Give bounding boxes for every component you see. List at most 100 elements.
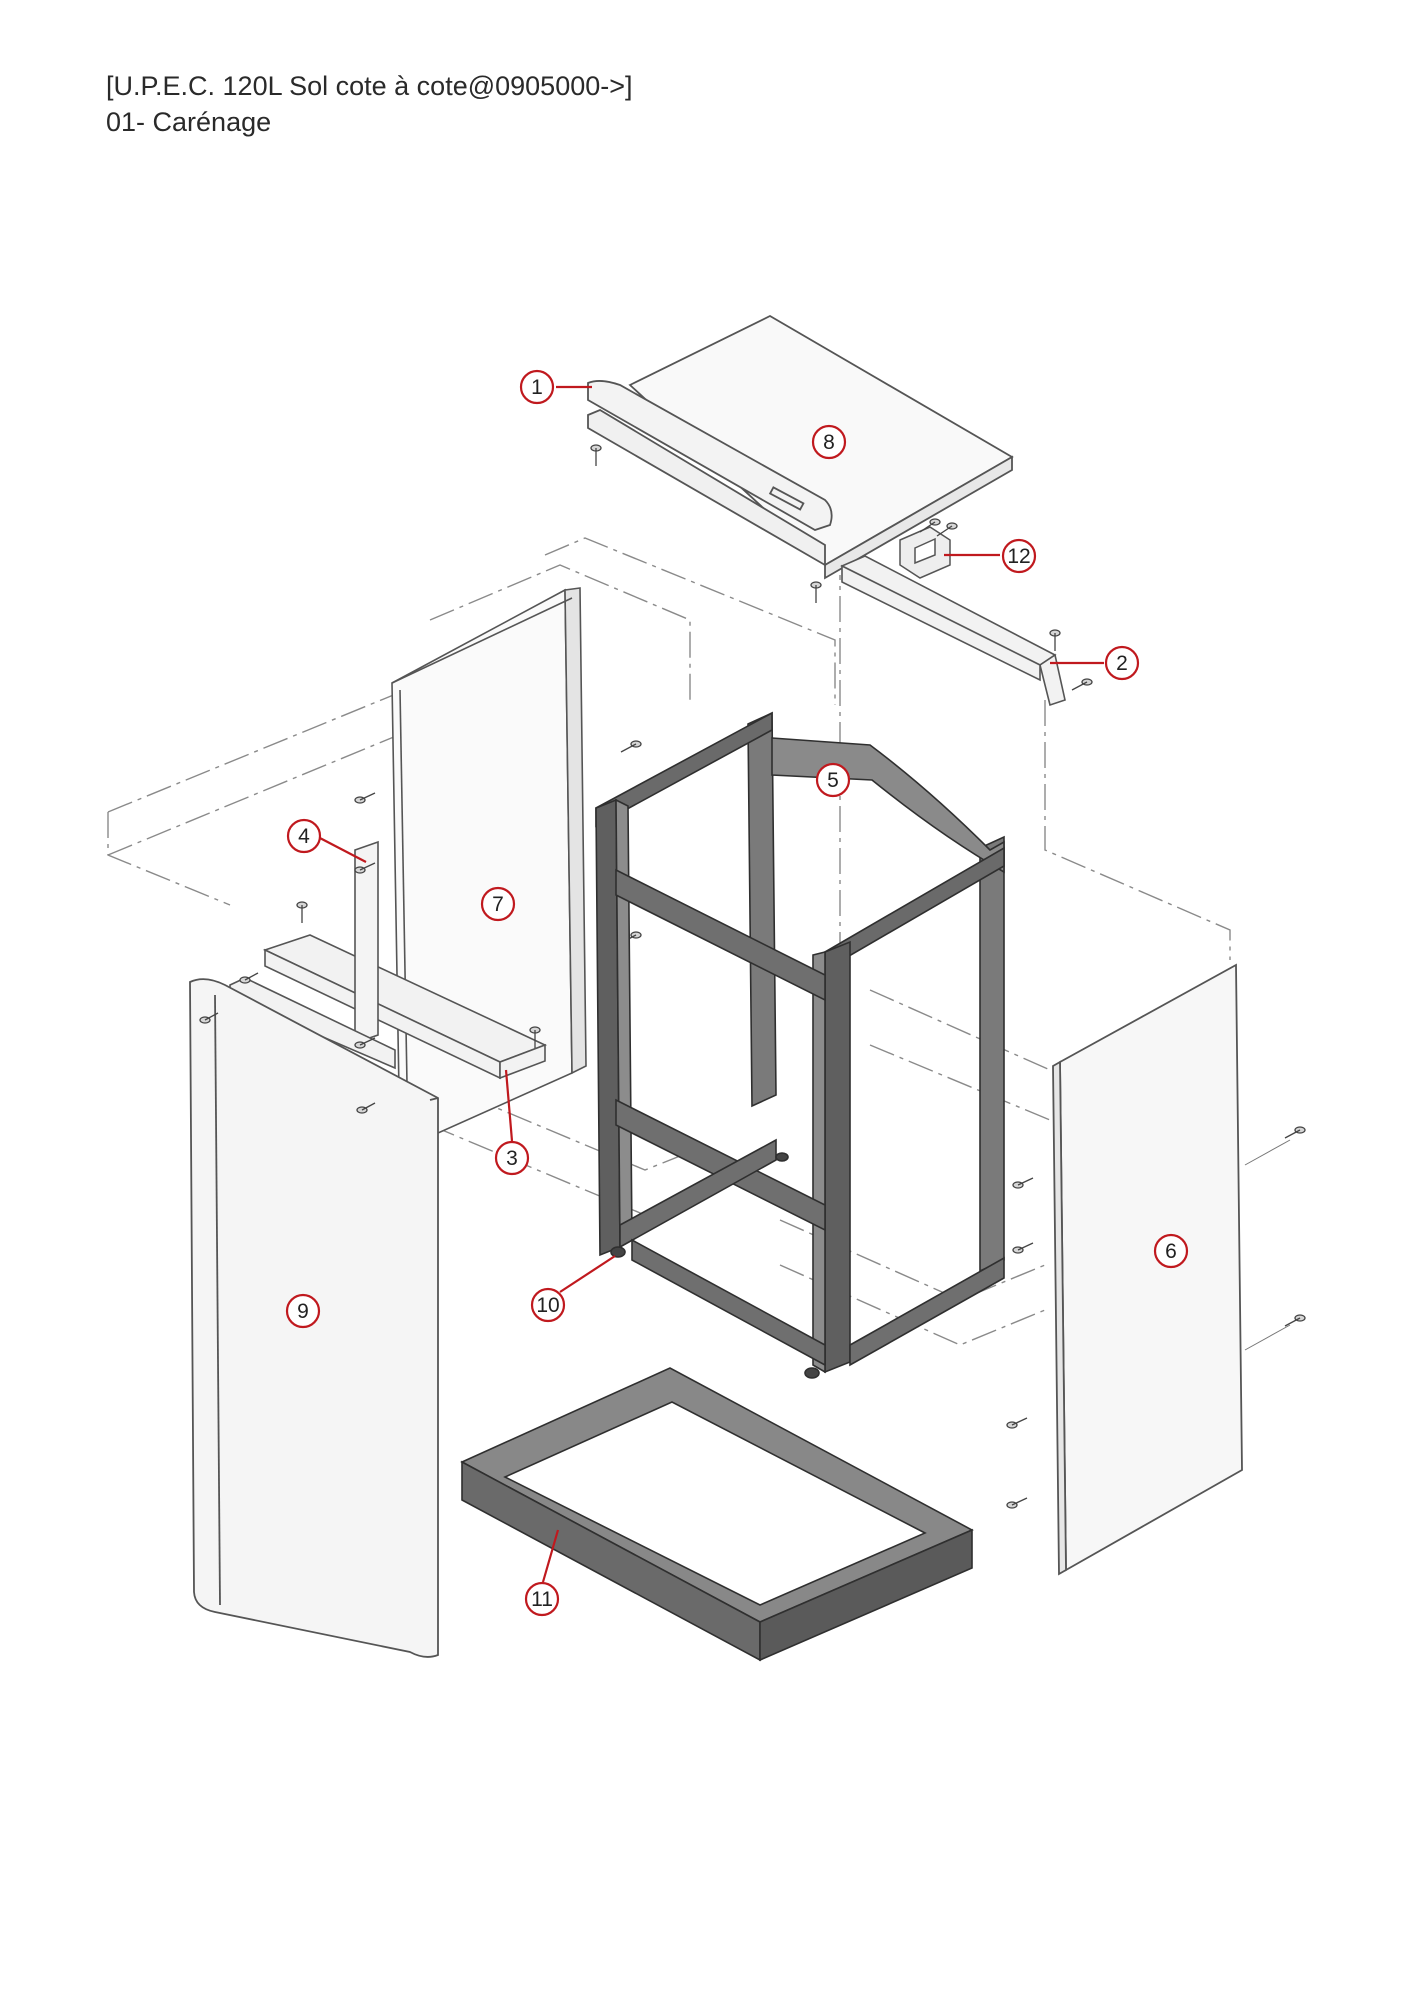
callout-9: 9 (285, 1293, 321, 1329)
front-bracket-flange (499, 1043, 546, 1080)
frame-top-rail-front (824, 846, 1005, 972)
callout-leader-10 (559, 1255, 616, 1293)
frame-post-back-right (979, 835, 1005, 1273)
screw-icon (590, 444, 602, 466)
screw-icon (1012, 1242, 1034, 1254)
main-frame (595, 711, 1005, 1379)
screw-icon (1284, 1126, 1306, 1139)
callout-circle (524, 1581, 560, 1617)
base-frame-opening (503, 1401, 927, 1606)
phantom-line-top-front (429, 564, 691, 700)
rear-bracket (840, 555, 1066, 707)
screw-icon (1012, 1177, 1034, 1189)
top-cover-front-edge (824, 455, 1013, 580)
screws (199, 444, 1306, 1509)
section-title: 01- Carénage (106, 107, 272, 137)
callout-circle (1001, 538, 1037, 574)
left-side-panel-fold (399, 689, 409, 1141)
screw-axis (1244, 1324, 1291, 1351)
screw-icon (356, 1102, 376, 1114)
screw-icon (919, 518, 941, 533)
rear-bracket-web (841, 564, 1041, 682)
screw-icon (199, 1012, 219, 1024)
callouts (317, 385, 1104, 1583)
screw-icon (620, 740, 642, 753)
screw-axis (1244, 1139, 1291, 1166)
screw-icon (810, 581, 822, 603)
callout-6: 6 (1153, 1233, 1189, 1269)
mounting-clip (899, 526, 951, 579)
callout-label: 12 (1007, 545, 1030, 568)
front-door-fold-line (214, 994, 221, 1606)
front-trim (587, 380, 833, 531)
screw-icon (936, 522, 958, 537)
frame-bottom-rail-left (619, 1138, 777, 1249)
callout-label: 3 (506, 1147, 518, 1170)
rear-bracket-face (1039, 653, 1066, 707)
frame-back-upper-panel (771, 737, 1005, 874)
screw-icon (354, 1037, 376, 1049)
callout-10: 10 (530, 1287, 566, 1323)
frame-post-front-right-side (812, 950, 826, 1374)
callout-label: 11 (531, 1588, 553, 1611)
screw-icon (1006, 1417, 1028, 1429)
left-side-panel-seam (391, 597, 573, 684)
mounting-clip-window (914, 537, 936, 565)
callout-leader-4 (317, 836, 367, 863)
frame-foot (804, 1367, 820, 1379)
phantom-line-right-lower (869, 1044, 1126, 1121)
callout-1: 1 (519, 369, 555, 405)
callout-label: 10 (536, 1294, 559, 1317)
right-side-panel (1052, 963, 1243, 1576)
callout-label: 1 (531, 376, 543, 399)
callout-label: 9 (297, 1300, 309, 1323)
callout-leader-11 (541, 1529, 560, 1583)
phantom-line-right-mid (869, 989, 1126, 1071)
callout-5: 5 (815, 762, 851, 798)
callout-4: 4 (286, 818, 322, 854)
document-title: [U.P.E.C. 120L Sol cote à cote@0905000->… (106, 71, 633, 101)
screw-icon (354, 792, 376, 804)
screw-icon (1071, 678, 1093, 691)
screw-icon (1006, 1497, 1028, 1509)
callout-circle (1153, 1233, 1189, 1269)
screw-icon (239, 972, 259, 984)
phantom-line-top-back (544, 537, 836, 705)
frame-crossbar-upper (615, 868, 826, 1002)
frame-post-front-right (824, 940, 851, 1374)
callout-label: 6 (1165, 1240, 1177, 1263)
screw-icon (1049, 629, 1061, 651)
screw-icon (529, 1026, 541, 1048)
fixing-plate (354, 840, 379, 1045)
callout-leader-3 (504, 1069, 514, 1142)
base-frame-front-right (759, 1528, 973, 1662)
callout-circle (1104, 645, 1140, 681)
callout-circle (811, 424, 847, 460)
front-trim-slot (768, 486, 805, 511)
callout-circle (519, 369, 555, 405)
callout-label: 5 (827, 769, 839, 792)
callout-circle (286, 818, 322, 854)
page-title: [U.P.E.C. 120L Sol cote à cote@0905000->… (106, 68, 633, 140)
callout-label: 2 (1116, 652, 1128, 675)
frame-foot (610, 1246, 626, 1258)
callout-label: 7 (492, 893, 504, 916)
callout-12: 12 (1001, 538, 1037, 574)
callout-circle (815, 762, 851, 798)
front-bracket (262, 934, 548, 1080)
base-frame (460, 1367, 974, 1662)
callout-7: 7 (480, 886, 516, 922)
callout-11: 11 (524, 1581, 560, 1617)
callout-circle (480, 886, 516, 922)
frame-foot (775, 1152, 789, 1162)
left-side-panel-edge (564, 587, 587, 1075)
callout-circle (494, 1140, 530, 1176)
callout-circle (530, 1287, 566, 1323)
right-side-panel-flange (1052, 1060, 1067, 1576)
right-side-panel-face (1059, 963, 1243, 1572)
callout-2: 2 (1104, 645, 1140, 681)
callout-8: 8 (811, 424, 847, 460)
callout-label: 4 (298, 825, 310, 848)
